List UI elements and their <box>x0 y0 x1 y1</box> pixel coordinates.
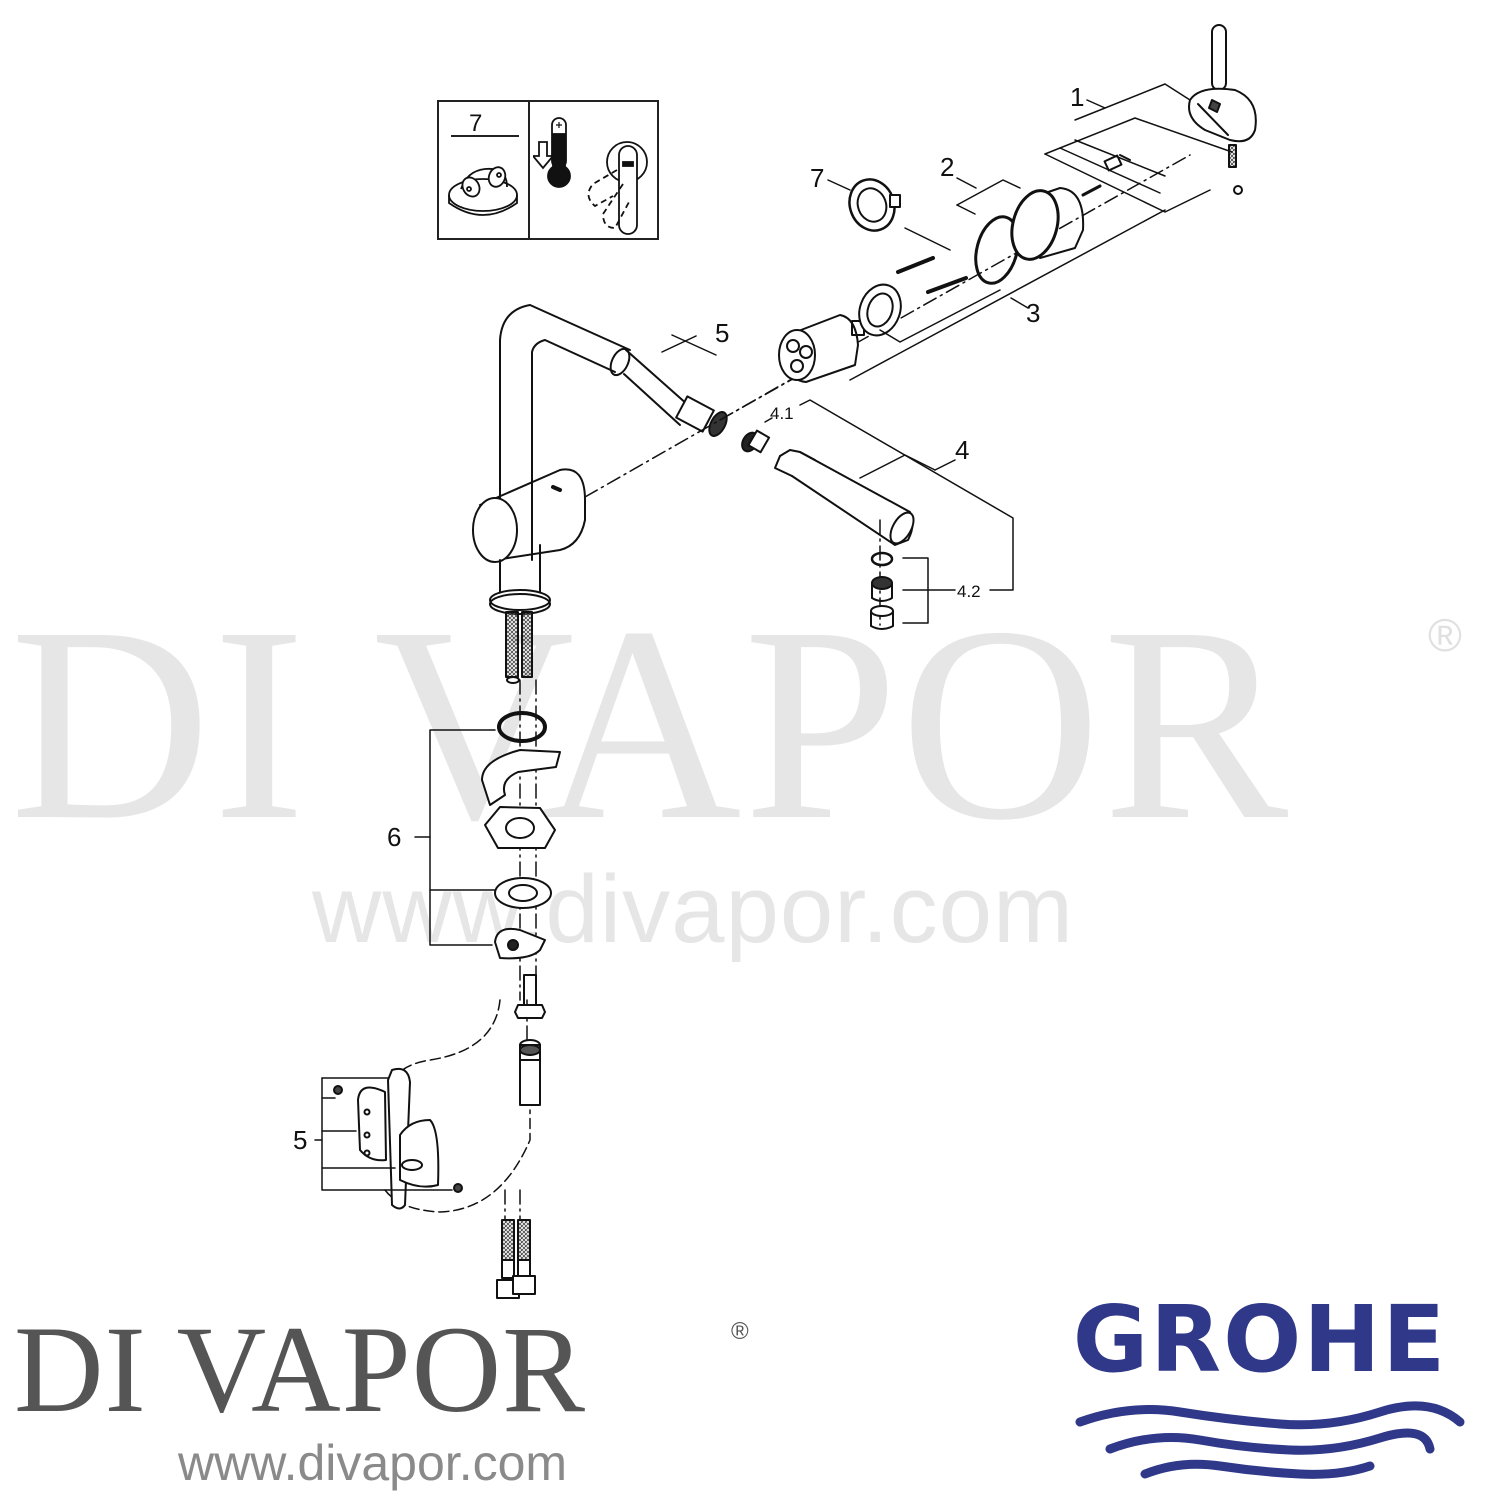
inset-underline <box>451 135 519 137</box>
sleeve-and-oring-drawing <box>974 187 1085 285</box>
callout-5-hose: 5 <box>715 318 730 348</box>
hose-connector-drawing <box>514 974 546 1106</box>
callout-4: 4 <box>955 435 970 465</box>
hot-limit-instruction-icon <box>533 117 648 235</box>
inset-divider <box>528 102 530 238</box>
callout-leader-lines <box>314 83 1233 1191</box>
callout-4-1: 4.1 <box>770 404 794 423</box>
hose-weight-drawing <box>333 1067 463 1210</box>
divapor-registered-mark: ® <box>731 1318 749 1345</box>
grohe-wordmark: GROHE <box>1072 1286 1448 1393</box>
watermark-url: www.divapor.com <box>312 856 1074 963</box>
watermark-brand: DI VAPOR <box>10 570 1291 878</box>
down-arrow-icon <box>533 141 555 170</box>
divapor-url: www.divapor.com <box>178 1435 568 1491</box>
assembly-axis-lines <box>504 154 1191 1221</box>
callout-2: 2 <box>940 152 955 182</box>
lever-handle-icon <box>587 141 648 235</box>
temperature-limiter-icon <box>448 166 518 216</box>
thermometer-icon <box>547 117 571 188</box>
grohe-waves-icon <box>1075 1401 1465 1479</box>
divapor-logo: DI VAPOR <box>14 1301 586 1438</box>
supply-hoses-drawing <box>496 1219 536 1299</box>
spray-head-drawing <box>741 429 915 630</box>
callout-6: 6 <box>387 822 402 852</box>
lever-handle-drawing <box>1081 24 1257 197</box>
callout-4-2: 4.2 <box>957 582 981 601</box>
callout-1: 1 <box>1070 82 1085 112</box>
callout-3: 3 <box>1026 298 1041 328</box>
callout-7: 7 <box>810 163 825 193</box>
faucet-body-drawing <box>472 304 728 684</box>
cartridge-drawing <box>778 256 968 383</box>
inset-part-label: 7 <box>469 110 483 137</box>
grohe-logo: GROHE <box>1040 1294 1480 1484</box>
fixing-set-drawing <box>481 711 561 960</box>
temperature-limiter-drawing <box>848 178 901 232</box>
watermark-registered-mark: ® <box>1428 609 1462 661</box>
temperature-limiter-inset: 7 <box>437 100 659 240</box>
callout-5-weight: 5 <box>293 1125 308 1155</box>
